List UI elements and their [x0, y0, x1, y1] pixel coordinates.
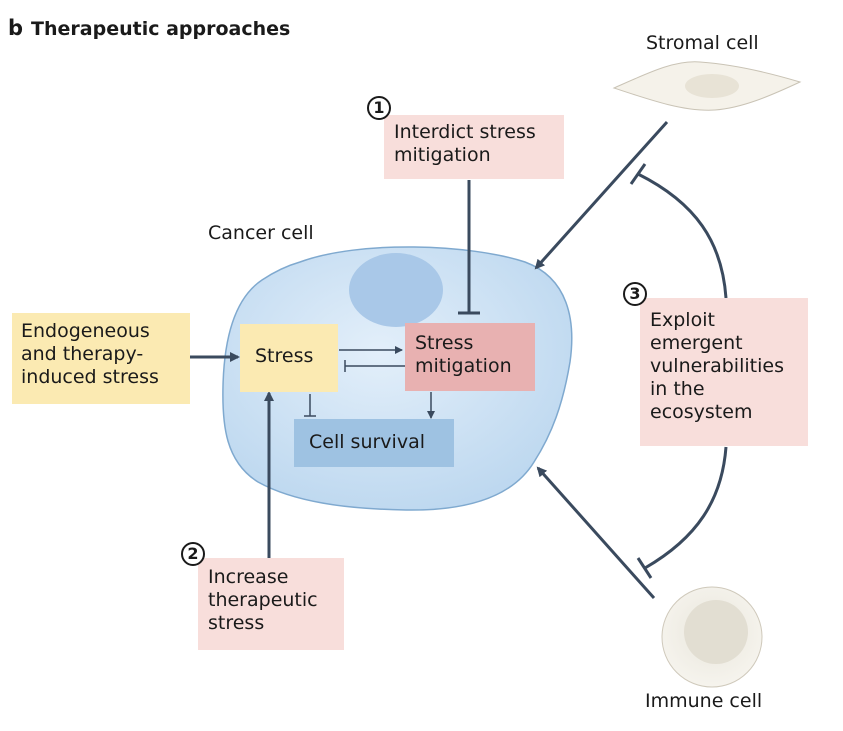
panel-title-text: Therapeutic approaches [31, 18, 291, 40]
exploit-inhibit-top-bar [629, 163, 647, 185]
stromal-to-cancer-arrow [534, 120, 669, 270]
cell-survival-box: Cell survival [294, 419, 454, 467]
immune-cell-label: Immune cell [645, 690, 763, 712]
step-2-badge: 2 [181, 542, 205, 566]
stress-mitigation-box: Stress mitigation [405, 323, 535, 391]
immune-nucleus-shape [684, 600, 748, 664]
step-3-badge: 3 [623, 282, 647, 306]
increase-therapeutic-stress-box: Increase therapeutic stress [198, 558, 344, 650]
stress-box: Stress [240, 324, 338, 392]
interdict-stress-mitigation-text: Interdict stress mitigation [394, 121, 536, 166]
endogenous-stress-text: Endogeneous and therapy- induced stress [21, 320, 159, 388]
exploit-vulnerabilities-text: Exploit emergent vulnerabilities in the … [650, 309, 784, 423]
stress-text: Stress [255, 345, 314, 367]
stromal-nucleus-shape [685, 74, 739, 98]
endogenous-stress-box: Endogeneous and therapy- induced stress [12, 313, 190, 404]
immune-to-cancer-arrow [536, 466, 656, 599]
step-1-badge: 1 [367, 96, 391, 120]
panel-title: b Therapeutic approaches [8, 16, 290, 40]
exploit-inhibit-bottom-bar [636, 557, 653, 579]
interdict-stress-mitigation-box: Interdict stress mitigation [384, 115, 564, 179]
cancer-cell-label: Cancer cell [208, 222, 314, 244]
nucleus-shape [349, 253, 443, 327]
exploit-inhibit-top-arc [637, 172, 728, 299]
exploit-vulnerabilities-box: Exploit emergent vulnerabilities in the … [640, 298, 808, 446]
exploit-inhibit-bottom-arc [644, 446, 728, 570]
panel-letter: b [8, 16, 24, 40]
increase-therapeutic-stress-text: Increase therapeutic stress [208, 566, 318, 634]
stromal-cell-label: Stromal cell [646, 32, 759, 54]
stress-mitigation-text: Stress mitigation [415, 332, 512, 377]
cell-survival-text: Cell survival [309, 431, 425, 453]
